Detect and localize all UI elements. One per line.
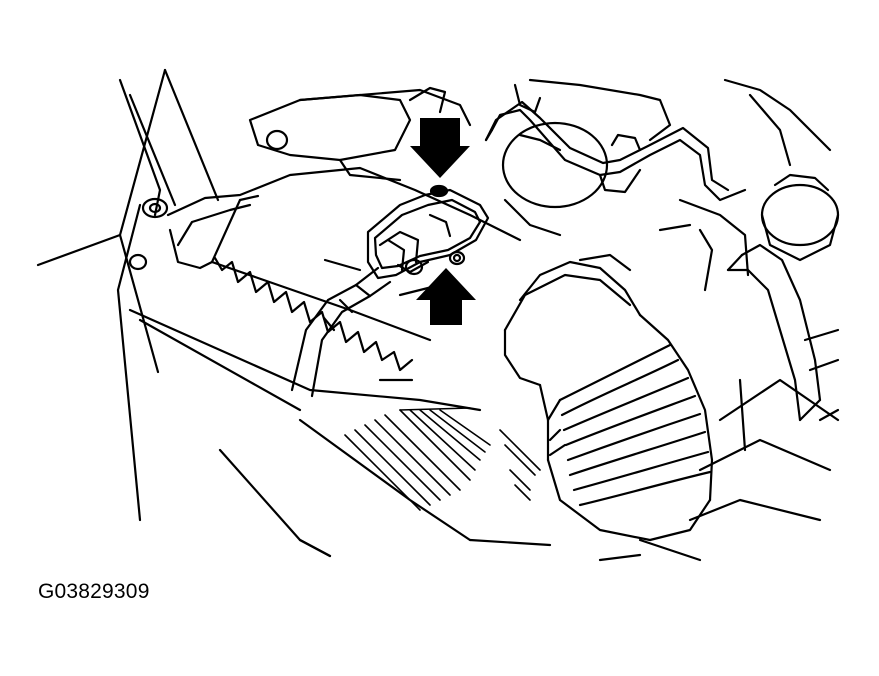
housing-hatching <box>344 407 541 511</box>
right-side-components <box>658 78 840 292</box>
right-hose <box>688 243 840 522</box>
lower-right-panel <box>468 538 702 562</box>
sensor-mount-bolt <box>429 184 449 198</box>
figure-id-label: G03829309 <box>38 580 150 603</box>
air-intake-duct <box>503 253 714 542</box>
arrow-up-icon <box>416 268 476 325</box>
arrow-down-icon <box>410 118 470 178</box>
left-fender-panel <box>36 68 220 522</box>
wire-bracket <box>484 100 747 202</box>
upper-bracket <box>248 78 672 182</box>
round-fitting <box>501 121 609 237</box>
air-cleaner-housing <box>128 166 522 558</box>
sensor-connector <box>323 188 490 297</box>
wiring-harness <box>290 266 392 398</box>
